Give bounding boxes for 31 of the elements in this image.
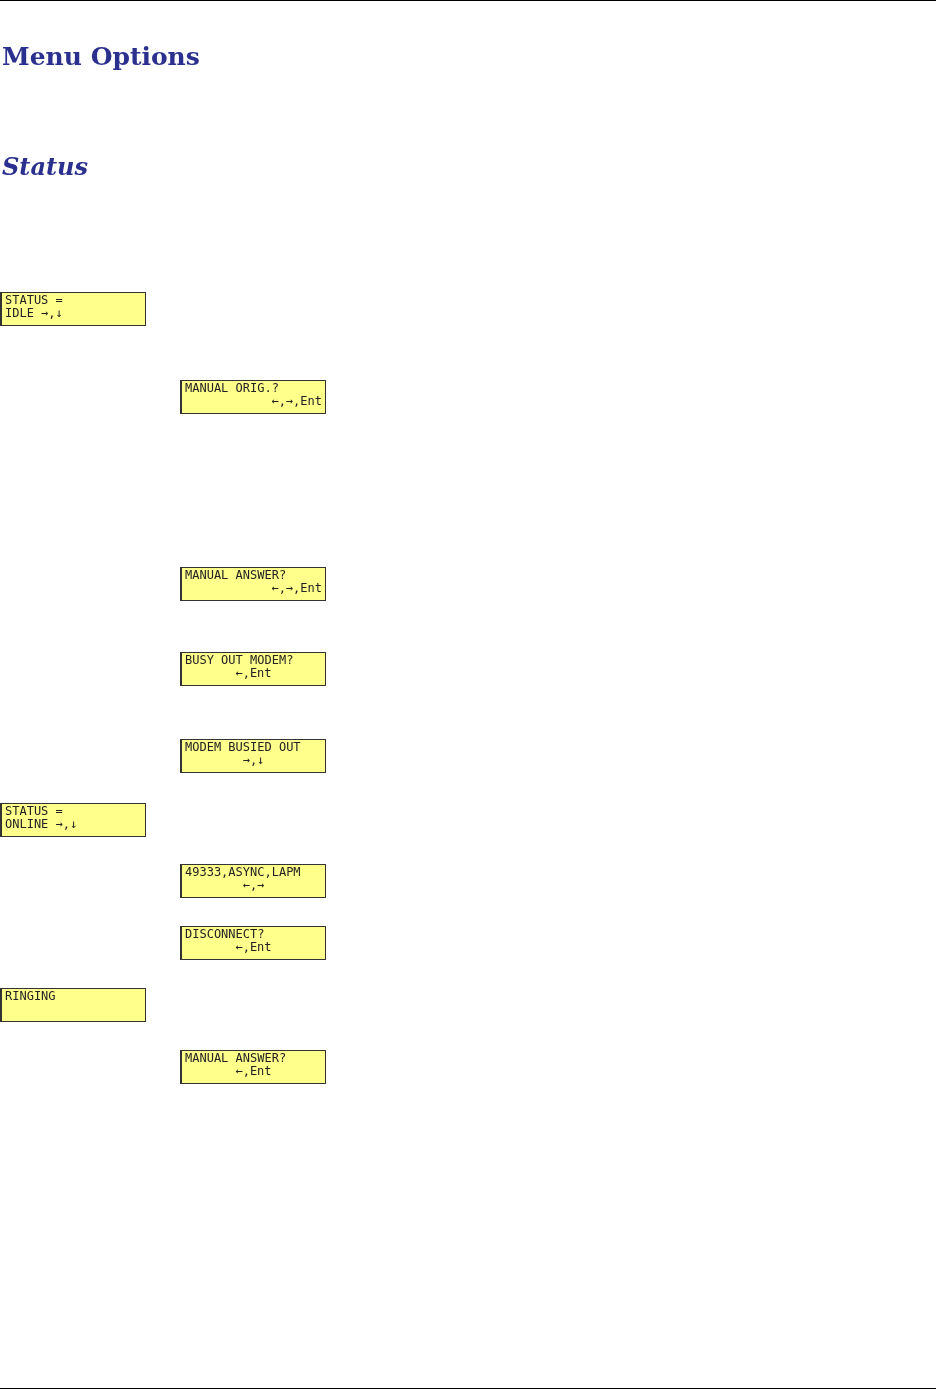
display-text: MODEM BUSIED OUT: [185, 741, 302, 754]
display-text: STATUS =: [5, 805, 64, 818]
display-text: →,↓: [241, 754, 266, 767]
display-text: STATUS =: [5, 294, 64, 307]
display-text: ←,Ent: [234, 1065, 273, 1078]
section-heading: Status: [2, 152, 88, 181]
lcd-display: [0, 988, 146, 1022]
display-text: ←,Ent: [234, 941, 273, 954]
lcd-display: [0, 292, 146, 326]
display-text: RINGING: [5, 990, 57, 1003]
display-text: BUSY OUT MODEM?: [185, 654, 295, 667]
lcd-display: [0, 803, 146, 837]
display-text: MANUAL ANSWER?: [185, 1052, 288, 1065]
display-text: ←,→,Ent: [270, 395, 322, 408]
lcd-display: [180, 567, 326, 601]
display-text: MANUAL ANSWER?: [185, 569, 288, 582]
display-text: DISCONNECT?: [185, 928, 266, 941]
display-text: IDLE →,↓: [5, 307, 64, 320]
display-text: ONLINE →,↓: [5, 818, 79, 831]
display-text: ←,Ent: [234, 667, 273, 680]
lcd-display: [180, 380, 326, 414]
display-text: ←,→,Ent: [270, 582, 322, 595]
lcd-display: [180, 864, 326, 898]
display-text: ←,→: [241, 879, 266, 892]
display-text: 49333,ASYNC,LAPM: [185, 866, 302, 879]
lcd-display: [180, 652, 326, 686]
lcd-display: [180, 1050, 326, 1084]
lcd-display: [180, 739, 326, 773]
page-title: Menu Options: [2, 42, 200, 71]
display-text: MANUAL ORIG.?: [185, 382, 280, 395]
lcd-display: [180, 926, 326, 960]
